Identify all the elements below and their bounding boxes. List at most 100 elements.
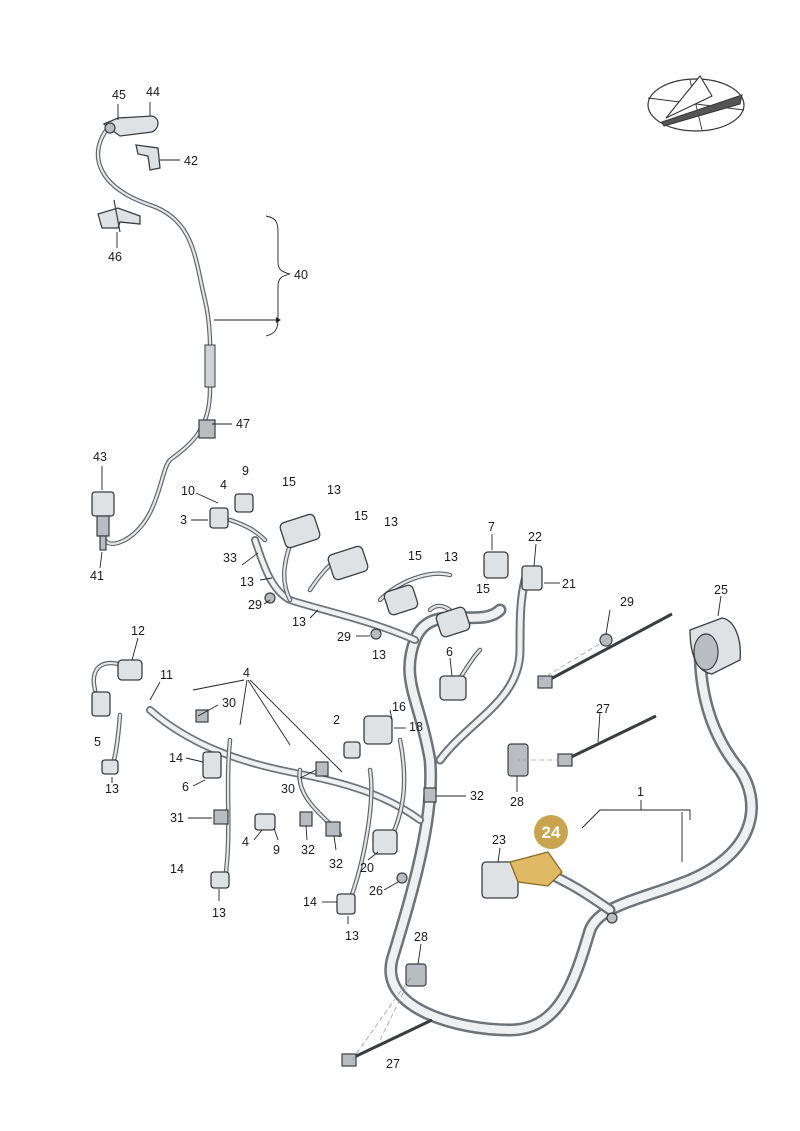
callout-28-b[interactable]: 28 <box>414 930 428 944</box>
callout-29-a[interactable]: 29 <box>248 598 262 612</box>
callout-44[interactable]: 44 <box>146 85 160 99</box>
callout-29-b[interactable]: 29 <box>337 630 351 644</box>
callout-13-e[interactable]: 13 <box>292 615 306 629</box>
callout-41[interactable]: 41 <box>90 569 104 583</box>
terminal-41 <box>99 535 107 551</box>
callout-10[interactable]: 10 <box>181 484 195 498</box>
highlight-badge-24[interactable]: 24 <box>534 815 568 849</box>
connector-4c <box>254 813 276 831</box>
callout-9-lower[interactable]: 9 <box>273 843 280 857</box>
callout-13-f[interactable]: 13 <box>372 648 386 662</box>
leader-lines <box>99 102 722 965</box>
bracket-42 <box>135 144 161 171</box>
connector-22 <box>521 565 543 591</box>
callout-32-b[interactable]: 32 <box>301 843 315 857</box>
callout-1[interactable]: 1 <box>637 785 644 799</box>
cable-clip-47 <box>198 419 216 439</box>
callout-2[interactable]: 2 <box>333 713 340 727</box>
callout-25[interactable]: 25 <box>714 583 728 597</box>
connector-9a <box>234 493 254 513</box>
callout-32-c[interactable]: 32 <box>329 857 343 871</box>
callout-45[interactable]: 45 <box>112 88 126 102</box>
callout-labels: 45 44 42 46 40 47 43 41 10 4 9 3 33 15 1… <box>90 85 728 1071</box>
cable-tie-27b <box>341 1053 357 1067</box>
main-harness-trunk <box>146 536 758 1037</box>
callout-13-i[interactable]: 13 <box>345 929 359 943</box>
callout-3[interactable]: 3 <box>180 513 187 527</box>
callout-32-a[interactable]: 32 <box>470 789 484 803</box>
callout-15-a[interactable]: 15 <box>282 475 296 489</box>
connector-6a <box>439 675 467 701</box>
connector-15c <box>383 584 419 616</box>
callout-14-b[interactable]: 14 <box>170 862 184 876</box>
cable-tie-29 <box>537 675 553 689</box>
callout-29-c[interactable]: 29 <box>620 595 634 609</box>
callout-16[interactable]: 16 <box>392 700 406 714</box>
clip-29c <box>599 633 613 647</box>
callout-4-middle[interactable]: 4 <box>243 666 250 680</box>
callout-13-g[interactable]: 13 <box>105 782 119 796</box>
connector-13j <box>210 871 230 889</box>
cable-ties <box>341 612 673 1067</box>
connector-7 <box>483 551 509 579</box>
callout-7[interactable]: 7 <box>488 520 495 534</box>
callout-13-h[interactable]: 13 <box>212 906 226 920</box>
callout-12[interactable]: 12 <box>131 624 145 638</box>
clip-26 <box>396 872 408 884</box>
callout-40[interactable]: 40 <box>294 268 308 282</box>
connector-16 <box>363 715 393 745</box>
highlight-label: 24 <box>542 823 561 842</box>
sensor-cable-assembly <box>91 115 216 551</box>
callout-4-lower[interactable]: 4 <box>242 835 249 849</box>
callout-15-c[interactable]: 15 <box>408 549 422 563</box>
bracket-1 <box>581 800 691 862</box>
connector-43 <box>91 491 115 517</box>
callout-14-c[interactable]: 14 <box>303 895 317 909</box>
callout-33[interactable]: 33 <box>223 551 237 565</box>
connector-15b <box>327 545 369 581</box>
callout-5[interactable]: 5 <box>94 735 101 749</box>
callout-20[interactable]: 20 <box>360 861 374 875</box>
callout-26[interactable]: 26 <box>369 884 383 898</box>
callout-31[interactable]: 31 <box>170 811 184 825</box>
callout-15-d[interactable]: 15 <box>476 582 490 596</box>
connector-3 <box>209 507 229 529</box>
connector-2 <box>343 741 361 759</box>
callout-30-a[interactable]: 30 <box>222 696 236 710</box>
callout-46[interactable]: 46 <box>108 250 122 264</box>
callout-47[interactable]: 47 <box>236 417 250 431</box>
holder-46 <box>97 207 141 229</box>
connector-15d <box>435 606 471 638</box>
callout-21[interactable]: 21 <box>562 577 576 591</box>
callout-9-upper[interactable]: 9 <box>242 464 249 478</box>
callout-23[interactable]: 23 <box>492 833 506 847</box>
clip-29b <box>370 628 382 640</box>
callout-11[interactable]: 11 <box>160 668 173 682</box>
callout-27-b[interactable]: 27 <box>386 1057 400 1071</box>
callout-28-a[interactable]: 28 <box>510 795 524 809</box>
cable-tie-27a <box>557 753 573 767</box>
callout-18[interactable]: 18 <box>409 720 423 734</box>
callout-22[interactable]: 22 <box>528 530 542 544</box>
callout-27-a[interactable]: 27 <box>596 702 610 716</box>
callout-13-a[interactable]: 13 <box>327 483 341 497</box>
connector-6b <box>202 751 222 779</box>
connector-24 <box>509 851 563 887</box>
callout-42[interactable]: 42 <box>184 154 198 168</box>
callout-14-a[interactable]: 14 <box>169 751 183 765</box>
connector-15a <box>279 513 321 549</box>
connector-12 <box>117 659 143 681</box>
callout-13-b[interactable]: 13 <box>384 515 398 529</box>
connector-13g <box>101 759 119 775</box>
callout-13-d[interactable]: 13 <box>444 550 458 564</box>
callout-6-upper[interactable]: 6 <box>446 645 453 659</box>
connector-5 <box>91 691 111 717</box>
clip-29a <box>264 592 276 604</box>
callout-43[interactable]: 43 <box>93 450 107 464</box>
callout-15-b[interactable]: 15 <box>354 509 368 523</box>
callout-4-upper[interactable]: 4 <box>220 478 227 492</box>
callout-6-lower[interactable]: 6 <box>182 780 189 794</box>
callout-13-c[interactable]: 13 <box>240 575 254 589</box>
callout-30-b[interactable]: 30 <box>281 782 295 796</box>
